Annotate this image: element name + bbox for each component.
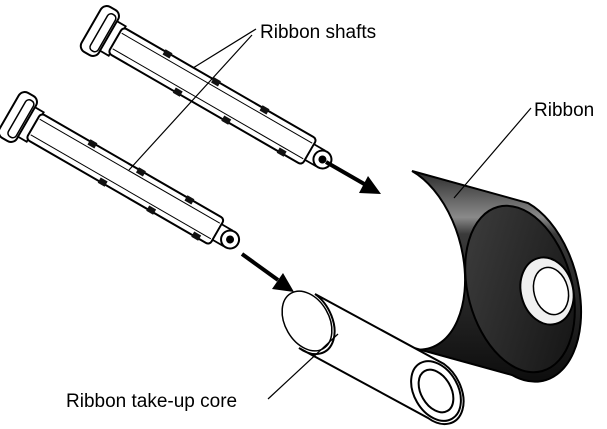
- label-ribbon: Ribbon: [534, 100, 594, 121]
- ribbon-roll: [395, 170, 583, 383]
- leader-lines: [128, 28, 532, 400]
- ribbon-takeup-core: [281, 290, 465, 425]
- ribbon-shaft-lower: [0, 91, 241, 250]
- ribbon-shaft-upper: [79, 5, 333, 170]
- arrow-to-takeup-core: [240, 252, 294, 292]
- label-ribbon-takeup-core: Ribbon take-up core: [66, 391, 237, 412]
- label-ribbon-shafts: Ribbon shafts: [260, 22, 376, 43]
- arrow-to-ribbon: [325, 160, 381, 194]
